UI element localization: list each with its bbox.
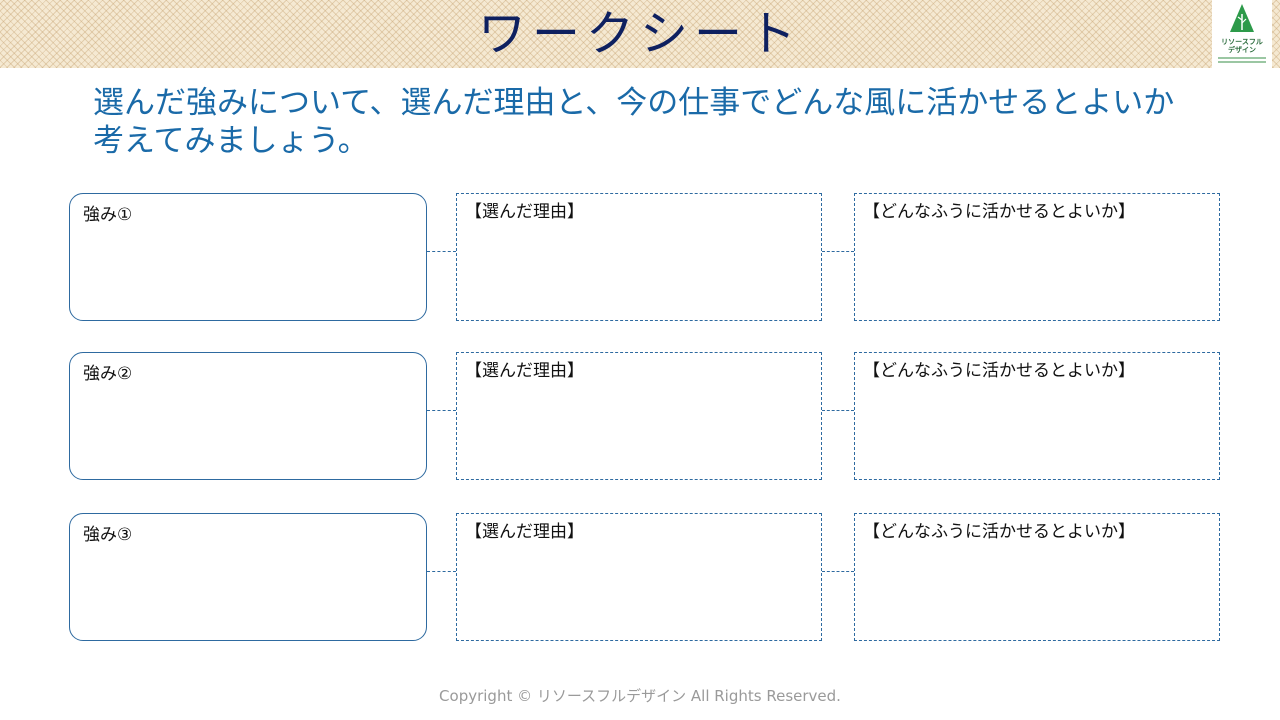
logo-text-line1: リソースフル: [1221, 38, 1263, 46]
connector-line: [822, 410, 854, 411]
logo-tagline-mark: [1218, 61, 1266, 63]
tree-logo-icon: [1230, 4, 1254, 32]
reason-label-3: 【選んだ理由】: [465, 522, 584, 542]
strength-label-1: 強み①: [83, 205, 133, 225]
how-box-1[interactable]: 【どんなふうに活かせるとよいか】: [854, 193, 1220, 321]
logo-text-line2: デザイン: [1228, 46, 1256, 54]
instruction-line-2: 考えてみましょう。: [93, 123, 369, 159]
reason-label-1: 【選んだ理由】: [465, 202, 584, 222]
connector-line: [822, 251, 854, 252]
company-logo: リソースフル デザイン: [1212, 0, 1272, 68]
connector-line: [427, 571, 456, 572]
logo-tagline-mark: [1218, 57, 1266, 59]
how-label-2: 【どんなふうに活かせるとよいか】: [863, 361, 1135, 381]
instruction-line-1: 選んだ強みについて、選んだ理由と、今の仕事でどんな風に活かせるとよいか: [93, 85, 1175, 121]
connector-line: [427, 410, 456, 411]
how-label-3: 【どんなふうに活かせるとよいか】: [863, 522, 1135, 542]
reason-box-3[interactable]: 【選んだ理由】: [456, 513, 822, 641]
reason-box-2[interactable]: 【選んだ理由】: [456, 352, 822, 480]
strength-box-1[interactable]: 強み①: [69, 193, 427, 321]
how-box-3[interactable]: 【どんなふうに活かせるとよいか】: [854, 513, 1220, 641]
strength-label-2: 強み②: [83, 364, 133, 384]
reason-box-1[interactable]: 【選んだ理由】: [456, 193, 822, 321]
strength-label-3: 強み③: [83, 525, 133, 545]
copyright-footer: Copyright © リソースフルデザイン All Rights Reserv…: [439, 687, 841, 705]
page-title: ワークシート: [477, 6, 802, 62]
connector-line: [822, 571, 854, 572]
connector-line: [427, 251, 456, 252]
instruction-text: 選んだ強みについて、選んだ理由と、今の仕事でどんな風に活かせるとよいか 考えてみ…: [93, 84, 1243, 160]
how-box-2[interactable]: 【どんなふうに活かせるとよいか】: [854, 352, 1220, 480]
strength-box-3[interactable]: 強み③: [69, 513, 427, 641]
reason-label-2: 【選んだ理由】: [465, 361, 584, 381]
strength-box-2[interactable]: 強み②: [69, 352, 427, 480]
header-banner: ワークシート リソースフル デザイン: [0, 0, 1280, 68]
how-label-1: 【どんなふうに活かせるとよいか】: [863, 202, 1135, 222]
